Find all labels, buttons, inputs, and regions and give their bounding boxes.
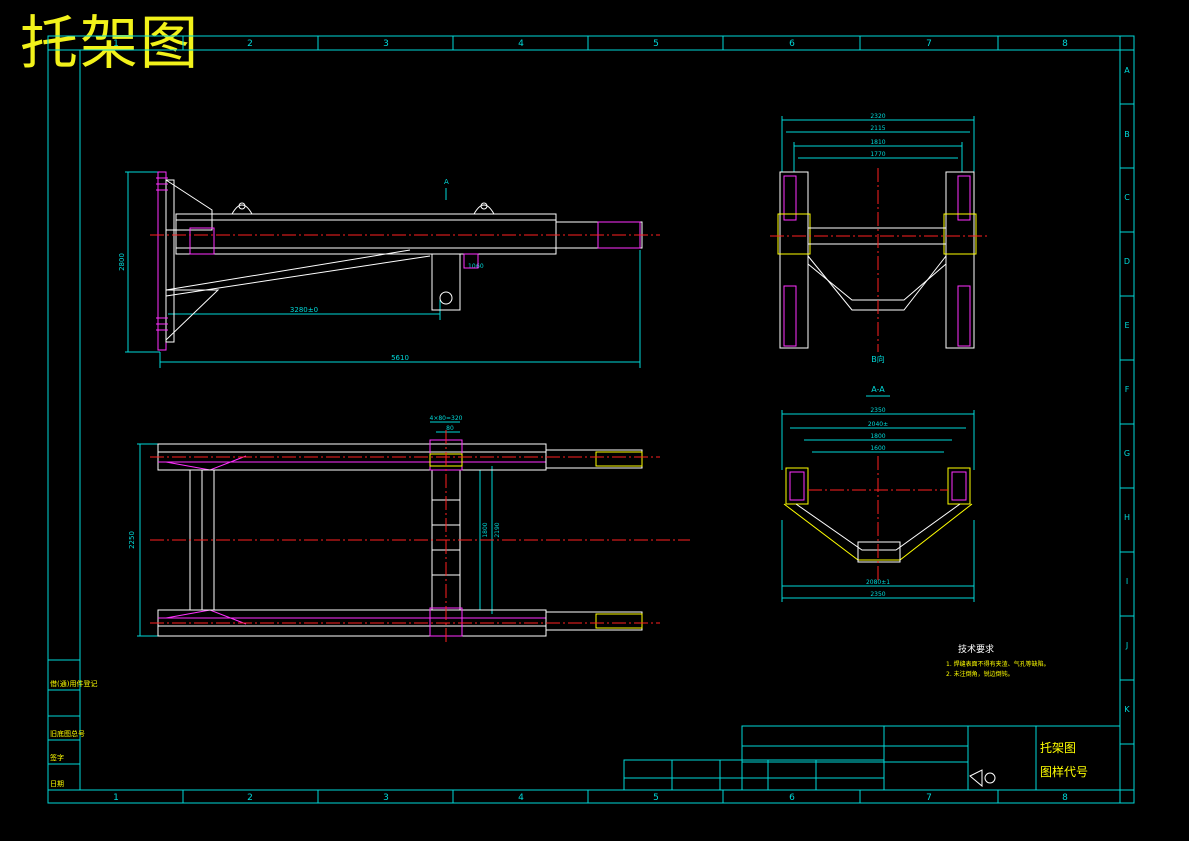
dim-sec-bottom-2: 2350 [870, 591, 885, 598]
dim-end-3: 1810 [870, 139, 885, 146]
dim-width: 2250 [128, 531, 136, 549]
dim-small-2: 60 [476, 263, 484, 270]
dim-pitch: 4×80=320 [430, 415, 463, 422]
top-view: 2250 4×80=320 80 1800 2190 [128, 415, 690, 645]
row-letter: H [1124, 513, 1130, 522]
left-table-row: 日期 [50, 780, 64, 788]
dim-sec-bottom-1: 2080±1 [866, 579, 890, 586]
left-table-row: 借(通)用件登记 [50, 679, 97, 688]
dim-height: 2800 [118, 253, 126, 271]
row-letter: D [1124, 257, 1130, 266]
dim-sec-2: 2040± [868, 421, 888, 428]
left-revision-table [47, 659, 81, 791]
dim-small-1: 10 [468, 263, 476, 270]
dim-total-length: 5610 [391, 354, 409, 362]
row-letter: B [1124, 130, 1130, 139]
left-table-row: 旧底图总号 [50, 729, 85, 738]
end-view-label: B向 [871, 354, 885, 364]
col-number-bottom: 6 [789, 793, 795, 803]
col-number-bottom: 1 [113, 793, 119, 803]
col-number-top: 4 [518, 39, 524, 49]
left-table-row: 签字 [50, 753, 64, 762]
tech-note-line: 1. 焊缝表面不得有夹渣、气孔等缺陷。 [946, 660, 1050, 668]
title-block-drawing-name: 托架图 [1040, 741, 1076, 755]
end-view: 2320 2115 1810 1770 B向 [770, 113, 990, 364]
tech-notes: 技术要求 1. 焊缝表面不得有夹渣、气孔等缺陷。 2. 未注倒角，锐边倒钝。 [946, 643, 1050, 678]
projection-symbol-icon [969, 769, 996, 788]
tech-notes-heading: 技术要求 [958, 643, 994, 655]
col-number-bottom: 8 [1062, 793, 1068, 803]
dim-end-1: 2320 [870, 113, 885, 120]
tech-note-line: 2. 未注倒角，锐边倒钝。 [946, 670, 1014, 678]
row-letter: C [1124, 193, 1130, 202]
dim-inner-1: 1800 [482, 522, 489, 537]
dim-end-4: 1770 [870, 151, 885, 158]
row-letter: E [1124, 321, 1129, 330]
dim-small: 80 [446, 425, 454, 432]
col-number-top: 1 [113, 39, 119, 49]
side-view: 2800 5610 3280±0 10 60 A [118, 171, 660, 368]
section-label: A-A [871, 385, 885, 394]
col-number-top: 2 [247, 39, 253, 49]
col-number-top: 5 [653, 39, 659, 49]
col-number-bottom: 5 [653, 793, 659, 803]
drawing-title: 托架图 [20, 9, 201, 77]
drawing-frame [47, 35, 1135, 804]
section-mark: A [444, 178, 449, 186]
dim-end-2: 2115 [870, 125, 885, 132]
title-block-drawing-no: 图样代号 [1040, 764, 1088, 779]
dim-inner-length: 3280±0 [290, 306, 318, 314]
title-block [623, 725, 1121, 791]
row-letter: J [1125, 641, 1128, 650]
dim-sec-4: 1600 [870, 445, 885, 452]
dim-sec-3: 1800 [870, 433, 885, 440]
col-number-top: 7 [926, 39, 932, 49]
row-letter: G [1124, 449, 1130, 458]
col-number-bottom: 3 [383, 793, 389, 803]
col-number-top: 3 [383, 39, 389, 49]
col-number-top: 8 [1062, 39, 1068, 49]
col-number-bottom: 4 [518, 793, 524, 803]
col-number-bottom: 7 [926, 793, 932, 803]
row-letter: K [1124, 705, 1130, 714]
section-view: A-A 2350 2040± 1800 1600 2080±1 2350 [781, 385, 975, 602]
row-letter: A [1124, 66, 1130, 75]
col-number-bottom: 2 [247, 793, 253, 803]
row-letter: I [1126, 577, 1128, 586]
dim-inner-2: 2190 [494, 522, 501, 537]
col-number-top: 6 [789, 39, 795, 49]
dim-sec-1: 2350 [870, 407, 885, 414]
row-letter: F [1125, 385, 1130, 394]
